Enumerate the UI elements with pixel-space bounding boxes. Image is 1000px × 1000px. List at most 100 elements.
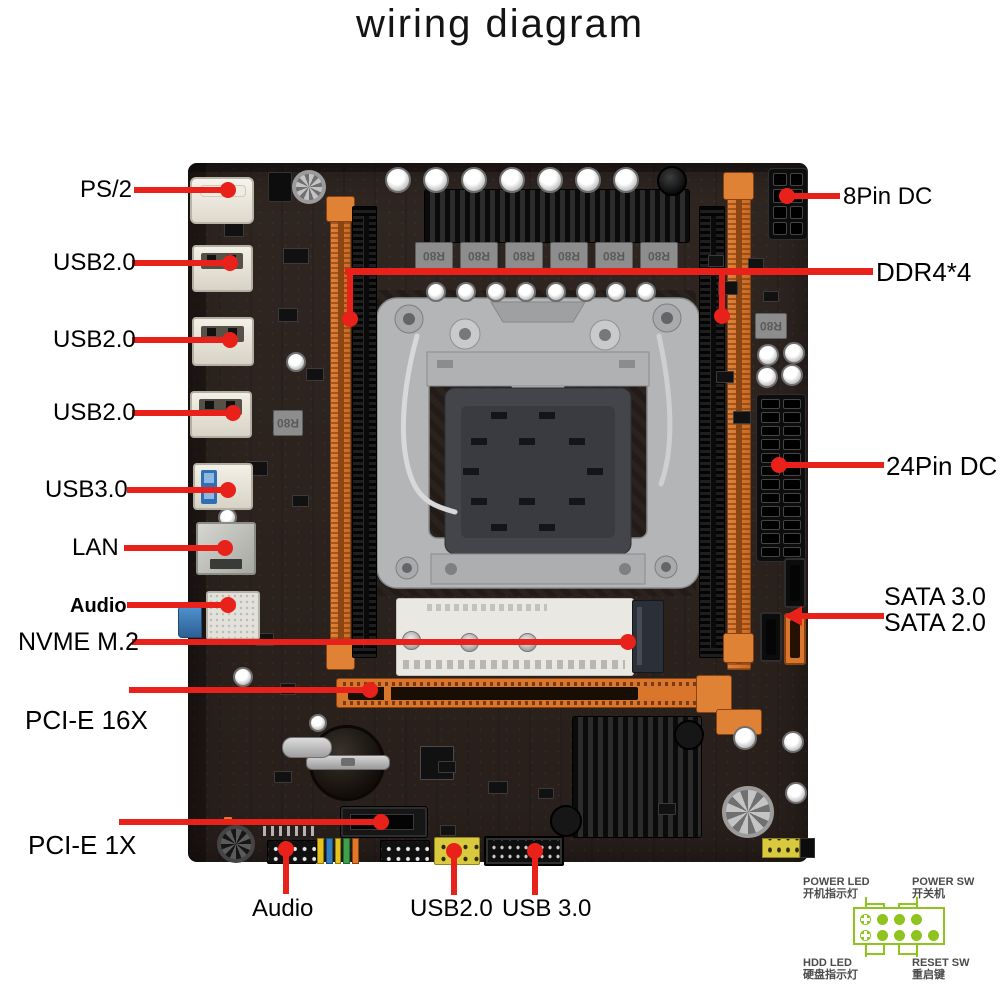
- capacitor: [783, 342, 805, 364]
- callout-label-8pin: 8Pin DC: [843, 183, 933, 210]
- capacitor: [233, 667, 253, 687]
- callout-line-24pin: [784, 462, 884, 468]
- capacitor: [286, 352, 306, 372]
- callout-label-audio-front: Audio: [252, 895, 314, 922]
- front-panel-header-outline: [853, 907, 945, 945]
- vrm-heatsink: [424, 189, 690, 243]
- callout-dot-nvme: [620, 634, 636, 650]
- callout-label-sata3: SATA 3.0: [884, 583, 986, 611]
- choke: R80: [595, 242, 633, 270]
- callout-line-pcie16x: [129, 687, 371, 693]
- choke: R80: [755, 313, 787, 339]
- choke: R80: [640, 242, 678, 270]
- heatsink-pad: [550, 805, 582, 837]
- capacitor: [782, 731, 804, 753]
- pin: [910, 929, 922, 941]
- choke: R80: [550, 242, 588, 270]
- ic-chip: [538, 788, 554, 799]
- pin: [876, 913, 888, 925]
- callout-line-lan: [124, 545, 226, 551]
- callout-label-usb2-front: USB2.0: [410, 895, 493, 922]
- capacitor: [537, 167, 563, 193]
- pcie-x16-slot: [336, 678, 708, 708]
- jumper-block: [317, 838, 359, 864]
- capacitor: [576, 282, 596, 302]
- callout-label-pcie16x: PCI-E 16X: [25, 705, 148, 735]
- callout-dot-24pin: [771, 457, 787, 473]
- ic-chip: [274, 771, 292, 783]
- hdd-led-label: HDD LED: [803, 957, 852, 969]
- callout-dot-ddr4-left: [342, 311, 358, 327]
- hdd-led-label-cn: 硬盘指示灯: [803, 969, 858, 981]
- front-panel-legend: POWER LED 开机指示灯 POWER SW 开关机 HDD LED 硬盘指…: [800, 874, 996, 996]
- callout-line-usb2-rear-3: [132, 410, 234, 416]
- ic-chip: [658, 803, 676, 815]
- ic-chip: [440, 825, 456, 836]
- m2-pads: [403, 660, 625, 669]
- callout-dot-usb3-rear: [220, 482, 236, 498]
- ic-chip: [716, 371, 734, 383]
- m2-connector: [632, 600, 664, 673]
- sata-port-orange: [784, 613, 806, 665]
- capacitor: [423, 167, 449, 193]
- board-top-shade: [188, 163, 808, 172]
- atx-24pin-connector: [756, 394, 806, 562]
- callout-line-audio-front: [283, 849, 289, 894]
- capacitor: [461, 167, 487, 193]
- callout-dot-pcie16x: [362, 682, 378, 698]
- pcie-x16-key: [384, 687, 391, 700]
- callout-label-ps2: PS/2: [80, 176, 133, 203]
- callout-line-ddr4-h: [345, 268, 873, 275]
- pin-hdd-led-plus: [859, 929, 871, 941]
- callout-line-audio-rear: [127, 602, 229, 608]
- ic-chip: [708, 255, 724, 267]
- callout-dot-usb2-rear-3: [225, 405, 241, 421]
- ic-chip: [763, 291, 779, 302]
- dimm-latch: [723, 633, 754, 663]
- capacitor: [456, 282, 476, 302]
- callout-line-usb3-rear: [127, 487, 229, 493]
- pin: [876, 929, 888, 941]
- capacitor: [575, 167, 601, 193]
- m2-slot-area: [396, 598, 634, 676]
- callout-dot-audio-rear: [220, 597, 236, 613]
- callout-dot-8pin: [779, 188, 795, 204]
- capacitor: [613, 167, 639, 193]
- ic-chip: [224, 223, 244, 237]
- capacitor: [636, 282, 656, 302]
- callout-dot-usb2-front: [446, 843, 462, 859]
- capacitor: [606, 282, 626, 302]
- crystal-oscillator: [282, 737, 332, 758]
- callout-label-usb3-rear: USB3.0: [45, 476, 128, 503]
- callout-dot-usb2-rear-1: [222, 255, 238, 271]
- round-component: [722, 786, 774, 838]
- ic-chip: [733, 411, 751, 424]
- pin-power-led-plus: [859, 913, 871, 925]
- capacitor: [733, 726, 757, 750]
- callout-label-usb3-front: USB 3.0: [502, 895, 592, 922]
- callout-dot-ps2: [220, 182, 236, 198]
- dimm-latch: [723, 172, 754, 200]
- reset-sw-label: RESET SW: [912, 957, 970, 969]
- power-led-label-cn: 开机指示灯: [803, 888, 858, 900]
- callout-label-audio-rear: Audio: [70, 595, 127, 617]
- pcie-x16-groove: [348, 687, 638, 700]
- choke: R80: [415, 242, 453, 270]
- callout-line-ps2: [134, 187, 229, 193]
- callout-arrow-sata: [784, 606, 802, 626]
- callout-line-sata: [798, 613, 884, 619]
- callout-label-ddr4: DDR4*4: [876, 257, 972, 287]
- dot-strip: [263, 826, 318, 836]
- power-led-label: POWER LED: [803, 876, 870, 888]
- heatsink-pad: [674, 720, 704, 750]
- capacitor: [516, 282, 536, 302]
- choke: R80: [505, 242, 543, 270]
- ic-chip: [306, 368, 324, 381]
- capacitor: [546, 282, 566, 302]
- callout-label-usb2-rear-3: USB2.0: [53, 399, 136, 426]
- callout-dot-ddr4-right: [714, 308, 730, 324]
- capacitor: [757, 344, 779, 366]
- pin: [927, 929, 939, 941]
